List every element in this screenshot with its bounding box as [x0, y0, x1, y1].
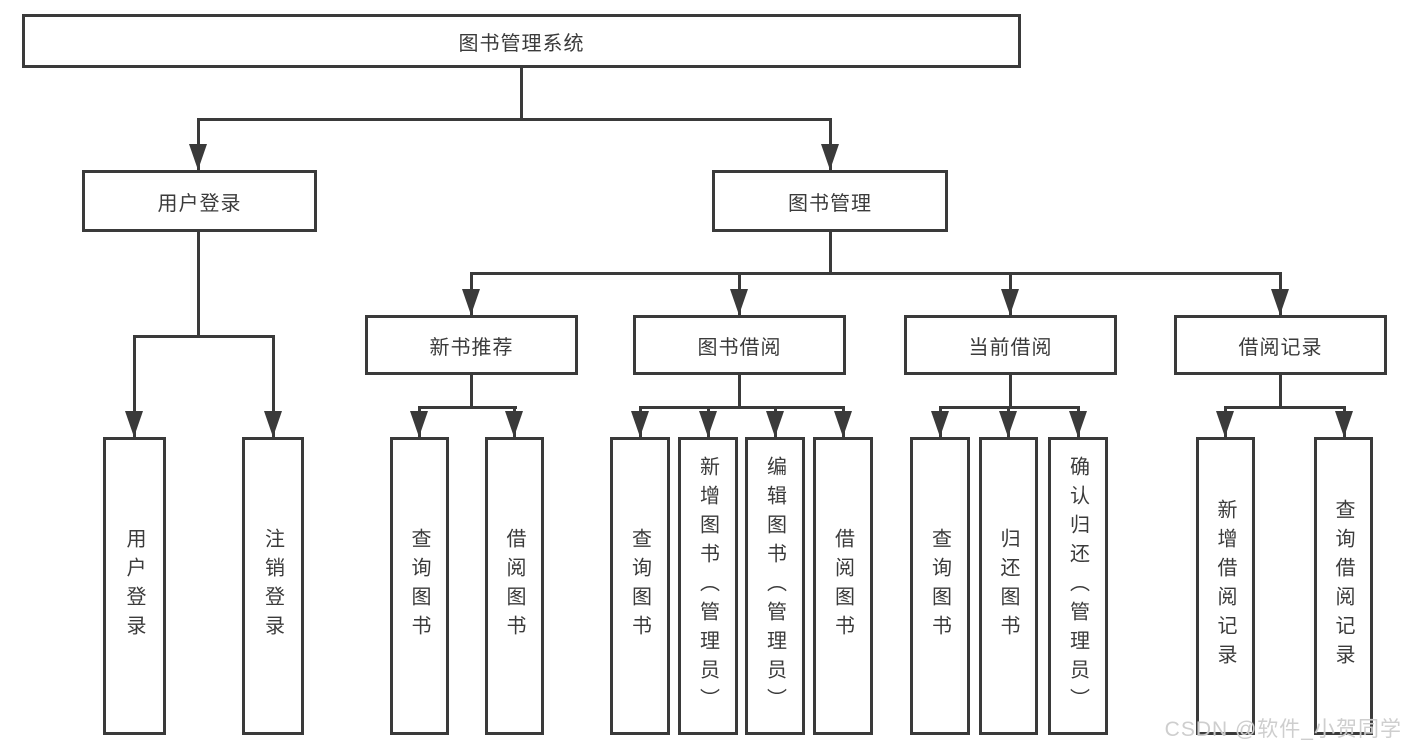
- leaf-label: 归还图书: [997, 528, 1019, 644]
- connector-line: [1279, 374, 1282, 407]
- arrow-down-icon: [125, 411, 143, 437]
- leaf-cb-confirm-return-admin: 确认归还（管理员）: [1048, 437, 1108, 735]
- leaf-label: 查询图书: [628, 528, 651, 644]
- leaf-label: 确认归还（管理员）: [1066, 455, 1089, 717]
- leaf-cb-query-book: 查询图书: [910, 437, 970, 735]
- arrow-down-icon: [834, 411, 852, 437]
- leaf-label: 新增借阅记录: [1214, 499, 1236, 673]
- leaf-label: 查询图书: [408, 528, 430, 644]
- leaf-label: 注销登录: [261, 528, 284, 644]
- arrow-down-icon: [189, 144, 207, 170]
- connector-line: [197, 231, 200, 335]
- connector-line: [1009, 374, 1012, 407]
- leaf-label: 新增图书（管理员）: [696, 455, 719, 717]
- connector-line: [639, 406, 845, 409]
- arrow-down-icon: [821, 144, 839, 170]
- arrow-down-icon: [1069, 411, 1087, 437]
- arrow-down-icon: [730, 289, 748, 315]
- connector-line: [1224, 406, 1346, 409]
- leaf-bb-borrow-book: 借阅图书: [813, 437, 873, 735]
- node-book-borrow: 图书借阅: [633, 315, 846, 375]
- leaf-user-login: 用户登录: [103, 437, 166, 735]
- node-user-login: 用户登录: [82, 170, 317, 232]
- connector-line: [133, 335, 275, 338]
- arrow-down-icon: [1335, 411, 1353, 437]
- leaf-label: 借阅图书: [503, 528, 525, 644]
- leaf-br-add-record: 新增借阅记录: [1196, 437, 1255, 735]
- node-library-system: 图书管理系统: [22, 14, 1021, 68]
- arrow-down-icon: [505, 411, 523, 437]
- arrow-down-icon: [1216, 411, 1234, 437]
- leaf-label: 编辑图书（管理员）: [763, 455, 786, 717]
- arrow-down-icon: [1271, 289, 1289, 315]
- arrow-down-icon: [766, 411, 784, 437]
- leaf-label: 用户登录: [123, 528, 145, 644]
- node-borrow-records: 借阅记录: [1174, 315, 1387, 375]
- leaf-label: 查询借阅记录: [1332, 499, 1354, 673]
- connector-line: [197, 118, 832, 121]
- node-new-book-recommend: 新书推荐: [365, 315, 578, 375]
- arrow-down-icon: [631, 411, 649, 437]
- connector-line: [272, 335, 275, 437]
- connector-line: [418, 406, 517, 409]
- leaf-bb-add-book-admin: 新增图书（管理员）: [678, 437, 738, 735]
- leaf-br-query-record: 查询借阅记录: [1314, 437, 1373, 735]
- leaf-nbr-borrow-book: 借阅图书: [485, 437, 544, 735]
- arrow-down-icon: [1001, 289, 1019, 315]
- arrow-down-icon: [410, 411, 428, 437]
- leaf-label: 借阅图书: [831, 528, 854, 644]
- node-book-management: 图书管理: [712, 170, 948, 232]
- arrow-down-icon: [264, 411, 282, 437]
- leaf-logout: 注销登录: [242, 437, 304, 735]
- arrow-down-icon: [931, 411, 949, 437]
- leaf-nbr-query-book: 查询图书: [390, 437, 449, 735]
- arrow-down-icon: [462, 289, 480, 315]
- connector-line: [520, 67, 523, 120]
- arrow-down-icon: [999, 411, 1017, 437]
- leaf-bb-edit-book-admin: 编辑图书（管理员）: [745, 437, 805, 735]
- node-current-borrow: 当前借阅: [904, 315, 1117, 375]
- leaf-bb-query-book: 查询图书: [610, 437, 670, 735]
- leaf-label: 查询图书: [928, 528, 951, 644]
- connector-line: [829, 231, 832, 273]
- connector-line: [470, 374, 473, 407]
- arrow-down-icon: [699, 411, 717, 437]
- connector-line: [738, 374, 741, 407]
- connector-line: [470, 272, 1282, 275]
- connector-line: [133, 335, 136, 437]
- leaf-cb-return-book: 归还图书: [979, 437, 1038, 735]
- watermark: CSDN @软件_小贺同学: [1164, 718, 1402, 741]
